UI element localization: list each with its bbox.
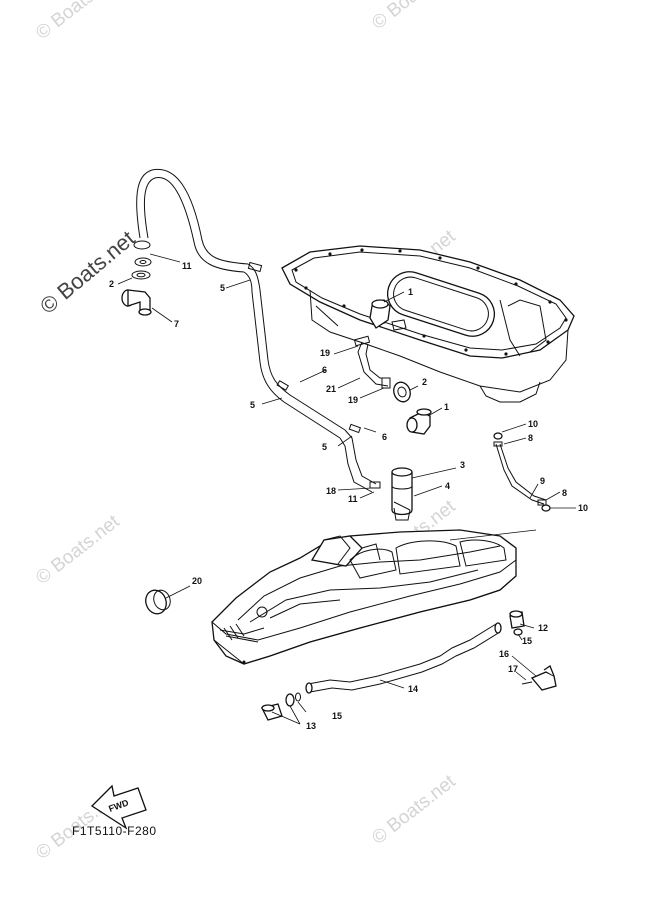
drain-valve-16 bbox=[521, 665, 557, 691]
label-20: 20 bbox=[192, 576, 202, 586]
leader-lines bbox=[117, 253, 576, 725]
label-4: 4 bbox=[445, 481, 450, 491]
label-7: 7 bbox=[174, 319, 179, 329]
vent-hose bbox=[493, 432, 551, 512]
label-2-left: 2 bbox=[109, 279, 114, 289]
label-1-mid: 1 bbox=[444, 402, 449, 412]
label-21: 21 bbox=[326, 384, 336, 394]
label-1-top: 1 bbox=[408, 287, 413, 297]
label-6-top: 6 bbox=[322, 365, 327, 375]
label-15-left: 15 bbox=[332, 711, 342, 721]
inspection-cover bbox=[145, 589, 171, 615]
label-5-low: 5 bbox=[322, 442, 327, 452]
label-12: 12 bbox=[538, 623, 548, 633]
watermark-top-right: © Boats.net bbox=[368, 0, 460, 34]
watermarks: © Boats.net © Boats.net © Boats.net © Bo… bbox=[32, 0, 460, 864]
drain-plug-right bbox=[509, 610, 525, 636]
watermark-bottom-right: © Boats.net bbox=[368, 771, 460, 849]
boat-hull bbox=[211, 529, 517, 665]
breather-hose bbox=[131, 168, 381, 493]
label-13: 13 bbox=[306, 721, 316, 731]
label-11-top: 11 bbox=[182, 261, 192, 271]
label-16: 16 bbox=[499, 649, 509, 659]
watermark-top-left: © Boats.net bbox=[32, 0, 124, 44]
label-19-top: 19 bbox=[320, 348, 330, 358]
watermark-mid-left: © Boats.net bbox=[32, 511, 124, 589]
water-filter bbox=[391, 467, 413, 521]
label-10-low: 10 bbox=[578, 503, 588, 513]
drain-hose bbox=[353, 335, 391, 389]
label-8-low: 8 bbox=[562, 488, 567, 498]
label-17: 17 bbox=[508, 664, 518, 674]
label-2-right: 2 bbox=[422, 377, 427, 387]
elbow-fitting-right bbox=[406, 408, 432, 435]
fwd-arrow: FWD bbox=[90, 784, 147, 830]
diagram-code: F1T5110-F280 bbox=[72, 824, 157, 838]
label-8-top: 8 bbox=[528, 433, 533, 443]
label-10-top: 10 bbox=[528, 419, 538, 429]
drain-tube bbox=[305, 622, 502, 694]
label-5-mid: 5 bbox=[250, 400, 255, 410]
label-19-mid: 19 bbox=[348, 395, 358, 405]
label-6-mid: 6 bbox=[382, 432, 387, 442]
label-14: 14 bbox=[408, 684, 418, 694]
part-labels: 11 2 7 5 1 19 6 21 19 2 5 1 6 5 10 8 3 9… bbox=[109, 261, 588, 731]
label-15-right: 15 bbox=[522, 636, 532, 646]
elbow-fitting-left bbox=[121, 289, 152, 316]
label-18: 18 bbox=[326, 486, 336, 496]
label-3: 3 bbox=[460, 460, 465, 470]
label-9: 9 bbox=[540, 476, 545, 486]
label-5-top: 5 bbox=[220, 283, 225, 293]
watermark-dark: © Boats.net bbox=[35, 226, 139, 319]
label-11-mid: 11 bbox=[348, 494, 358, 504]
grommet-right bbox=[393, 381, 411, 403]
deck-tray bbox=[281, 245, 575, 403]
